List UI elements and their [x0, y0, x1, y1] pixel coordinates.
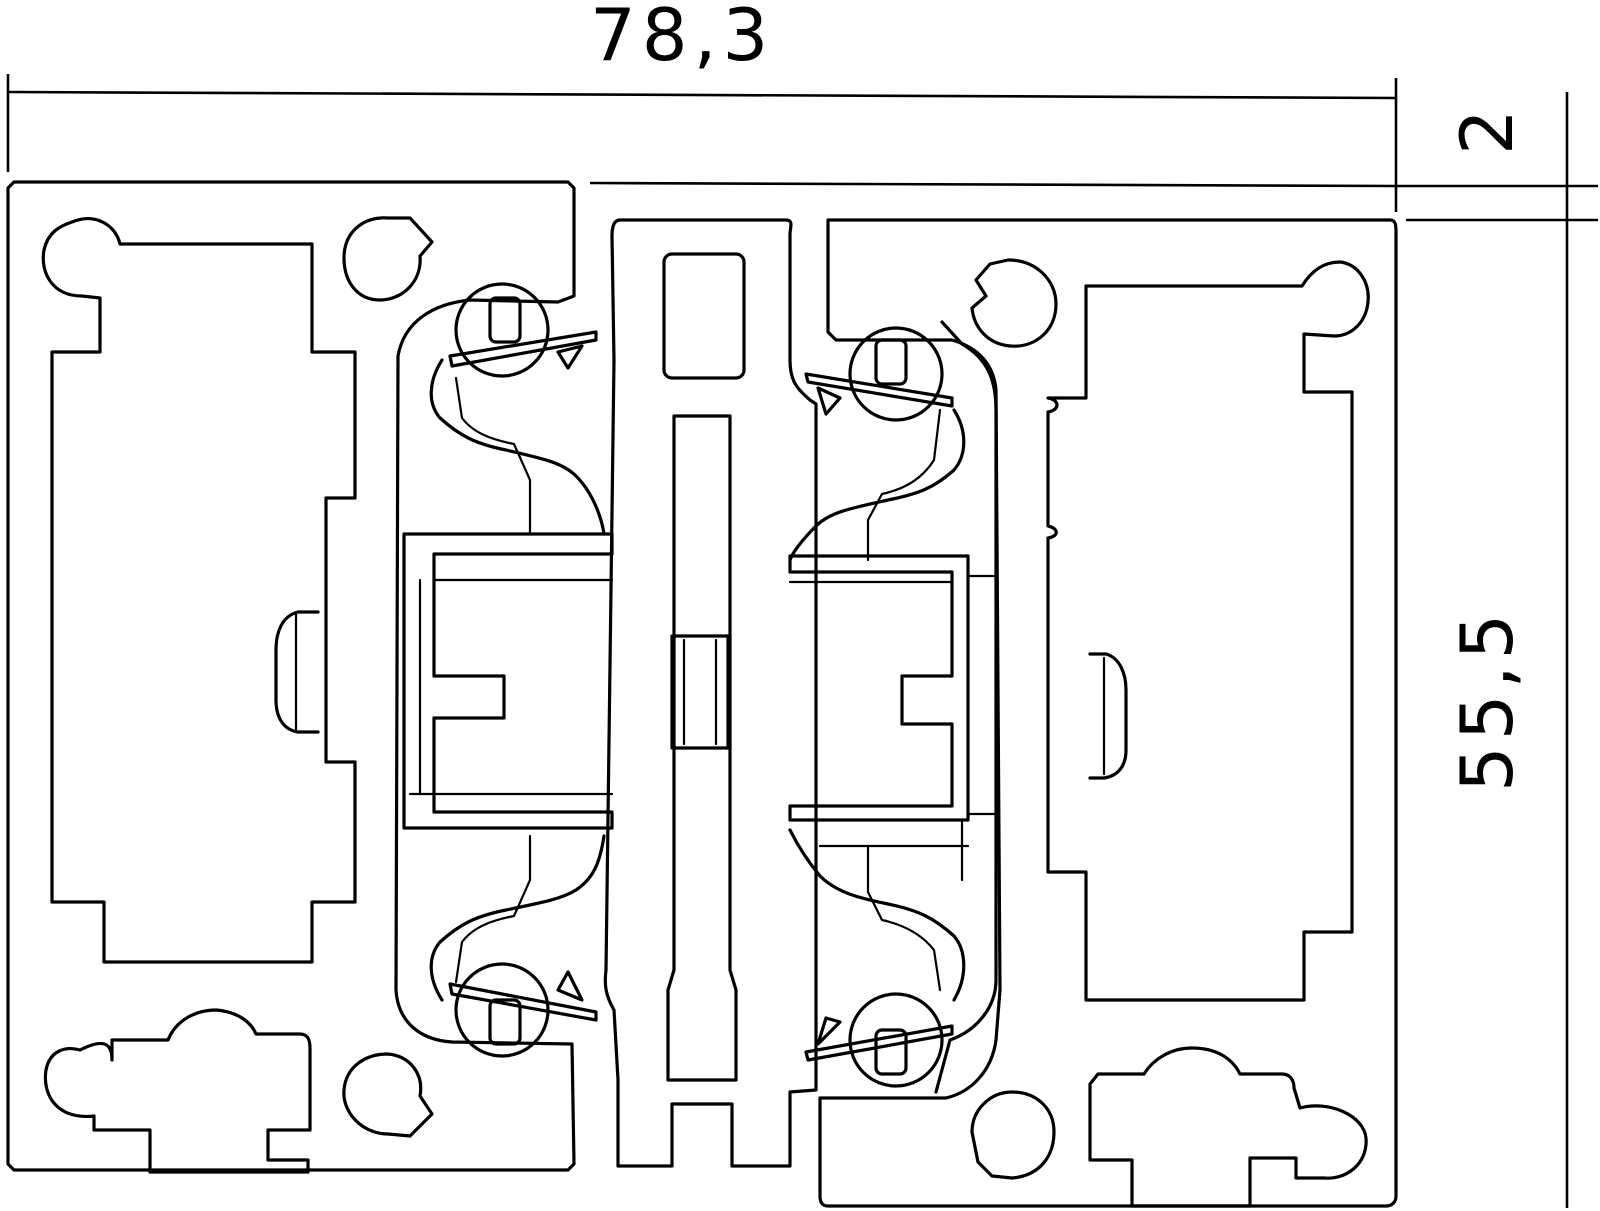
- left-knob: [274, 610, 320, 734]
- center-spine: [603, 218, 818, 1168]
- right-lower-pin: [848, 992, 944, 1088]
- center-top-window: [662, 252, 746, 380]
- right-clip-assembly: [788, 320, 998, 1094]
- left-bottom-circle: [342, 1052, 434, 1138]
- center-screw: [670, 634, 730, 750]
- right-upper-spring: [788, 408, 966, 562]
- right-inner-slot: [1046, 260, 1370, 1002]
- right-bottom-slot: [1088, 1046, 1368, 1208]
- left-clip-assembly: [402, 282, 614, 1058]
- height-dimension-label: 55,5: [1445, 608, 1529, 792]
- center-slot: [666, 414, 738, 1082]
- left-upper-spring: [429, 358, 606, 536]
- offset-dimension-label: 2: [1445, 103, 1529, 155]
- right-bracket: [788, 554, 970, 822]
- right-profile: [818, 218, 1398, 1208]
- dimension-lines: [6, 74, 1598, 1208]
- left-upper-pin: [454, 282, 550, 378]
- left-bottom-slot: [43, 1008, 312, 1174]
- left-top-slot: [41, 217, 357, 964]
- right-profile-outline: [818, 218, 1398, 1208]
- right-knob: [1088, 652, 1128, 780]
- left-bracket: [402, 532, 614, 830]
- width-dimension-label: 78,3: [590, 0, 774, 77]
- left-lower-spring: [429, 834, 606, 1002]
- right-top-circle: [970, 258, 1058, 348]
- right-lower-spring: [788, 828, 966, 1002]
- left-top-circle: [342, 216, 434, 302]
- center-spine-outline: [603, 218, 818, 1168]
- right-upper-pin: [848, 326, 944, 422]
- right-bottom-circle: [970, 1090, 1056, 1180]
